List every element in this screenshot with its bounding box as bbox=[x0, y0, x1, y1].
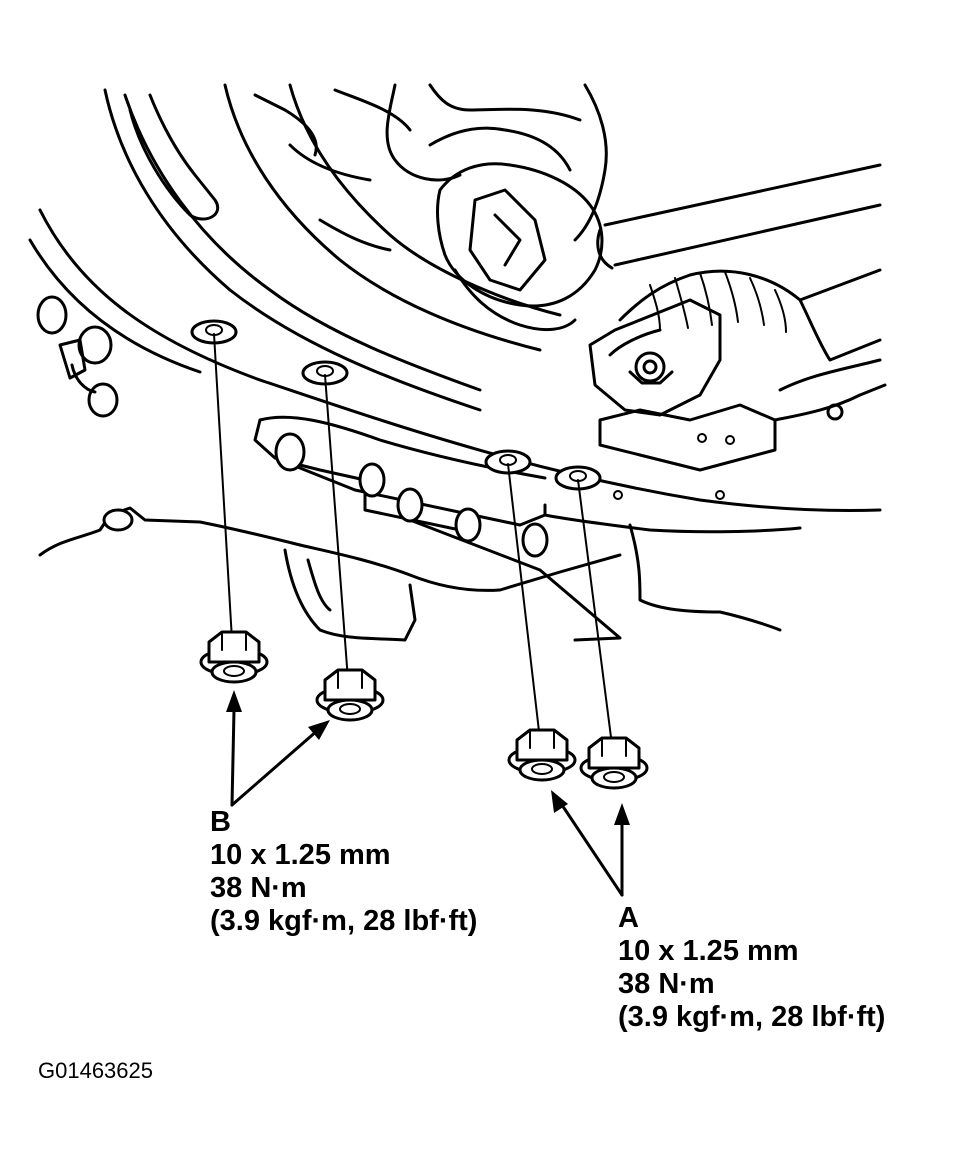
leader-arrows-a bbox=[551, 790, 630, 897]
callout-a-letter: A bbox=[618, 902, 639, 934]
callout-b: B 10 x 1.25 mm 38 N·m (3.9 kgf·m, 28 lbf… bbox=[210, 806, 477, 938]
mount-bracket bbox=[588, 298, 887, 500]
callout-a-size: 10 x 1.25 mm bbox=[618, 935, 799, 967]
flange-nut-icon bbox=[579, 736, 649, 790]
wheel-hub-structure bbox=[103, 83, 608, 412]
flange-nut-icon bbox=[507, 728, 577, 782]
left-fittings bbox=[36, 295, 119, 418]
knuckle-body bbox=[436, 162, 604, 332]
callout-a: A 10 x 1.25 mm 38 N·m (3.9 kgf·m, 28 lbf… bbox=[618, 902, 885, 1034]
subframe-holes bbox=[102, 319, 602, 558]
arrow-icon bbox=[614, 803, 630, 825]
flange-nut-icon bbox=[315, 668, 385, 722]
callout-b-torque-alt: (3.9 kgf·m, 28 lbf·ft) bbox=[210, 905, 478, 937]
installation-lines bbox=[213, 333, 613, 746]
callout-a-torque-nm: 38 N·m bbox=[618, 968, 715, 1000]
arrow-icon bbox=[226, 690, 242, 712]
figure-id: G01463625 bbox=[38, 1058, 153, 1083]
flange-nut-a1 bbox=[507, 728, 577, 782]
callout-b-letter: B bbox=[210, 806, 231, 838]
arrow-icon bbox=[551, 790, 568, 813]
flange-nut-a2 bbox=[579, 736, 649, 790]
arrow-icon bbox=[308, 720, 330, 740]
tie-rod bbox=[596, 163, 882, 270]
callout-b-size: 10 x 1.25 mm bbox=[210, 839, 391, 871]
callout-b-torque-nm: 38 N·m bbox=[210, 872, 307, 904]
callout-a-torque-alt: (3.9 kgf·m, 28 lbf·ft) bbox=[618, 1001, 886, 1033]
flange-nut-b2 bbox=[315, 668, 385, 722]
flange-nut-icon bbox=[199, 630, 269, 684]
flange-nut-b1 bbox=[199, 630, 269, 684]
subframe bbox=[28, 208, 882, 642]
steering-boot bbox=[608, 268, 882, 362]
bolt-stud-icon bbox=[102, 432, 549, 558]
leader-arrows-b bbox=[226, 690, 330, 807]
